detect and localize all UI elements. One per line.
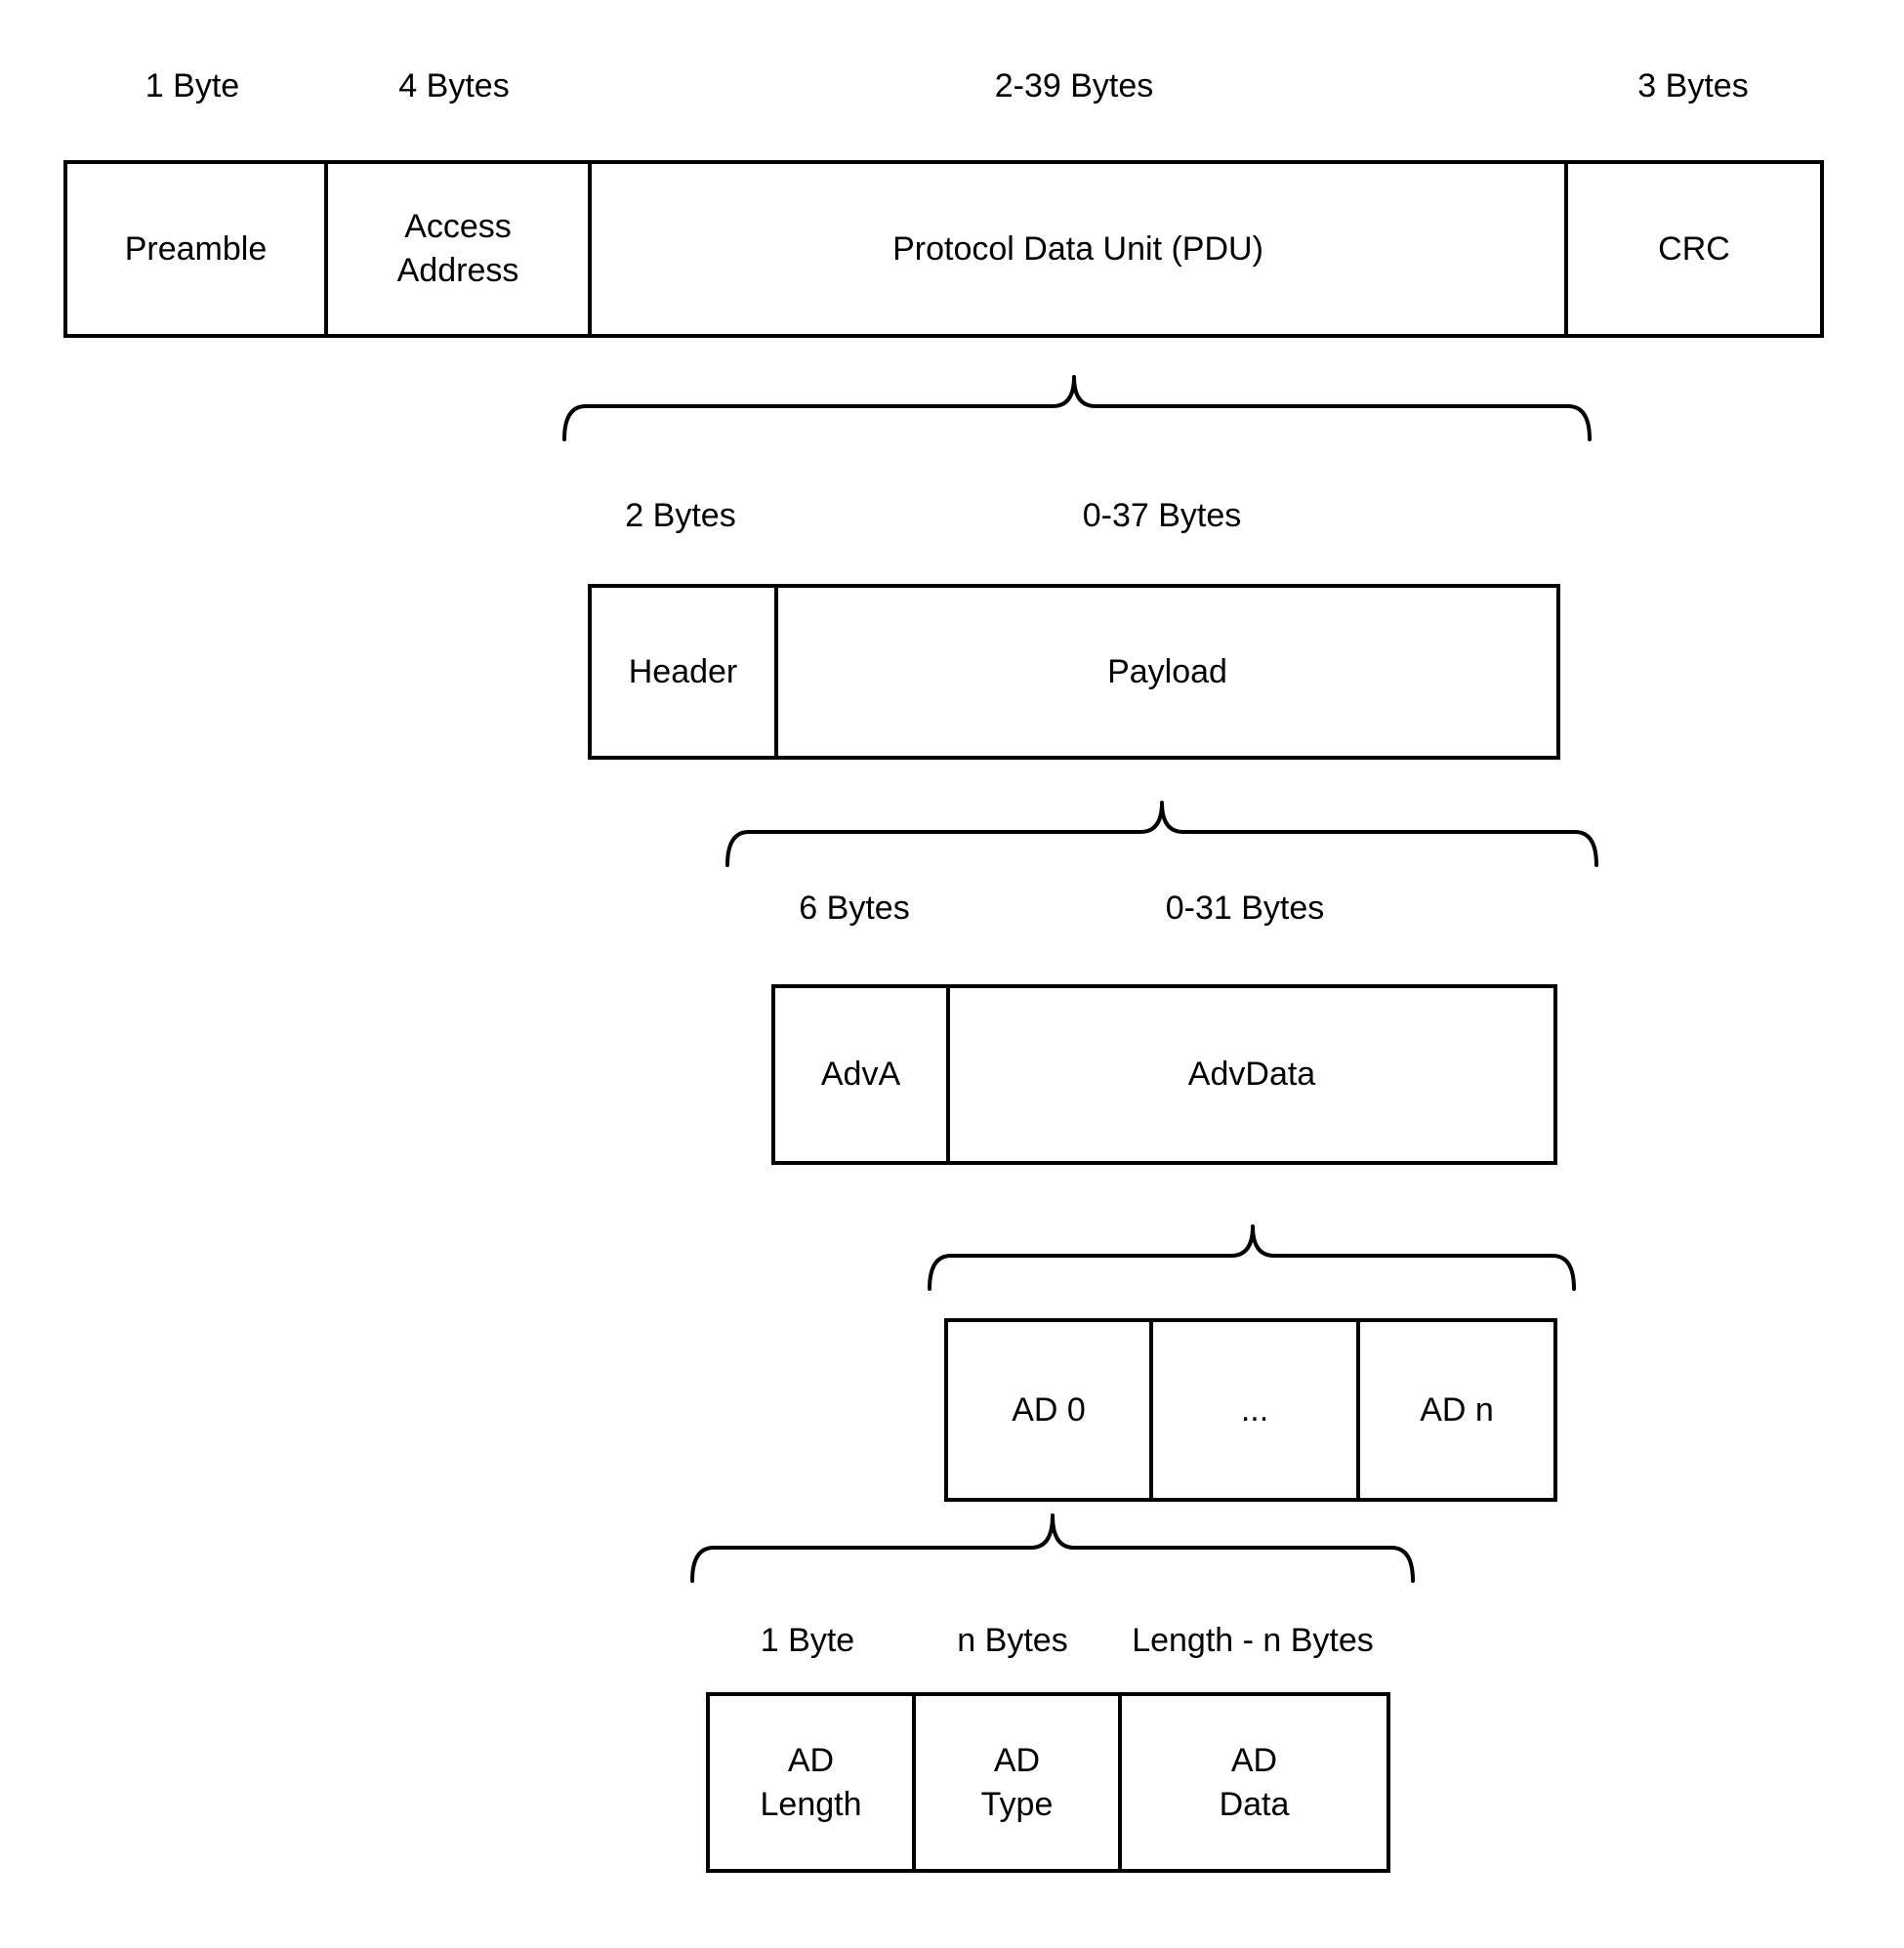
cell-pdu: Protocol Data Unit (PDU) — [588, 164, 1564, 334]
brace-payload-expansion — [725, 801, 1598, 867]
payload-row: AdvA AdvData — [771, 984, 1557, 1165]
cell-advdata: AdvData — [946, 988, 1553, 1161]
size-label-payload: 0-37 Bytes — [1082, 497, 1242, 534]
packet-row: Preamble Access Address Protocol Data Un… — [63, 160, 1824, 338]
cell-header: Header — [628, 652, 738, 690]
size-label-ad-length: 1 Byte — [760, 1622, 855, 1659]
cell-adva: AdvA — [820, 1056, 901, 1094]
size-label-crc: 3 Bytes — [1637, 67, 1749, 104]
cell-payload: Payload — [774, 588, 1556, 756]
cell-adn: AD n — [1356, 1322, 1553, 1498]
advdata-row: AD 0 ... AD n — [944, 1318, 1557, 1502]
cell-ad0: AD 0 — [1012, 1390, 1086, 1429]
size-label-preamble: 1 Byte — [145, 67, 240, 104]
size-label-adva: 6 Bytes — [799, 890, 910, 927]
size-label-ad-data: Length - n Bytes — [1132, 1622, 1374, 1659]
cell-ad-type: AD Type — [912, 1696, 1118, 1869]
size-label-pdu: 2-39 Bytes — [994, 67, 1154, 104]
brace-advdata-expansion — [928, 1224, 1576, 1291]
brace-ad0-expansion — [690, 1513, 1415, 1583]
size-label-header: 2 Bytes — [625, 497, 736, 534]
cell-access-address: Access Address — [324, 164, 588, 334]
cell-ad-data: AD Data — [1118, 1696, 1387, 1869]
pdu-row: Header Payload — [588, 584, 1560, 760]
brace-pdu-expansion — [562, 375, 1592, 441]
ad-structure-row: AD Length AD Type AD Data — [706, 1692, 1390, 1873]
size-label-access-address: 4 Bytes — [398, 67, 510, 104]
cell-ad-ellipsis: ... — [1149, 1322, 1356, 1498]
cell-preamble: Preamble — [124, 229, 268, 268]
size-label-ad-type: n Bytes — [957, 1622, 1068, 1659]
size-label-advdata: 0-31 Bytes — [1165, 890, 1325, 927]
cell-ad-length: AD Length — [760, 1741, 862, 1823]
cell-crc: CRC — [1564, 164, 1820, 334]
